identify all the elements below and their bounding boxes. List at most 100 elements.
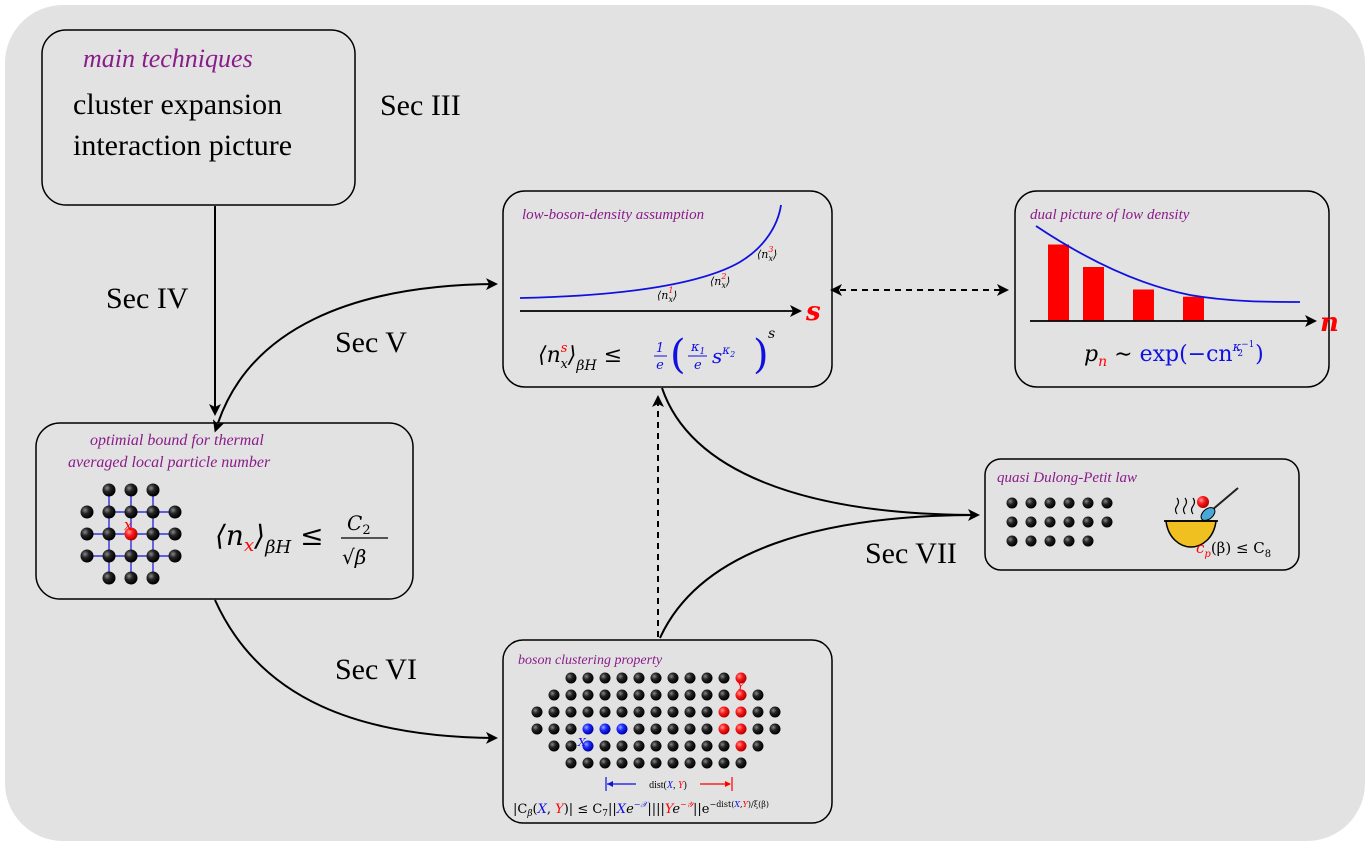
svg-text:⟨n1x⟩: ⟨n1x⟩: [657, 286, 677, 304]
cluster-site: [701, 723, 713, 735]
cluster-site: [633, 689, 645, 701]
optimal-bound-title-2: averaged local particle number: [68, 454, 271, 471]
cluster-site: [650, 672, 662, 684]
dual-picture-box: dual picture of low density n pn ∼ exp(−…: [1014, 190, 1339, 388]
dual-bar: [1048, 244, 1069, 321]
cluster-site: [650, 689, 662, 701]
cluster-site: [650, 706, 662, 718]
cluster-site: [650, 723, 662, 735]
cluster-site: [667, 706, 679, 718]
cluster-site-y: [735, 672, 747, 684]
svg-text:C2: C2: [347, 511, 371, 538]
svg-text:1: 1: [656, 341, 664, 356]
cluster-site: [735, 757, 747, 769]
cluster-site-x: [582, 740, 594, 752]
cluster-site: [667, 757, 679, 769]
cluster-site: [616, 740, 628, 752]
cluster-site: [633, 723, 645, 735]
cluster-site: [531, 706, 543, 718]
lattice-site: [80, 549, 94, 563]
cluster-site: [633, 706, 645, 718]
clustering-box: boson clustering property X Y dist(X, Y)…: [502, 639, 833, 824]
low-density-title: low-boson-density assumption: [522, 207, 704, 223]
interaction-picture-label: interaction picture: [73, 129, 292, 162]
lattice-site: [146, 549, 160, 563]
clustering-formula: |Cβ(X, Y)| ≤ C7||Xe−𝒳||||Ye−𝒴||e−dist(X,…: [513, 800, 769, 819]
cluster-site: [599, 740, 611, 752]
svg-text:√β: √β: [342, 545, 366, 569]
lattice-site: [168, 505, 182, 519]
lattice-site: [124, 483, 138, 497]
cluster-site: [650, 757, 662, 769]
svg-text:pn ∼ exp(−cnκ−12): pn ∼ exp(−cnκ−12): [1084, 340, 1264, 370]
sec-iii-label: Sec III: [380, 89, 461, 122]
cluster-site-x: [599, 723, 611, 735]
svg-text:cp(β) ≤ C8: cp(β) ≤ C8: [1196, 539, 1271, 560]
lattice-site: [146, 505, 160, 519]
svg-text:⟨nx⟩βH ≤: ⟨nx⟩βH ≤: [215, 519, 324, 558]
lattice-site: [124, 571, 138, 585]
particle-number-bound-formula: ⟨nx⟩βH ≤ C2 √β: [215, 511, 388, 569]
cluster-site: [616, 757, 628, 769]
cluster-site: [701, 706, 713, 718]
cluster-site: [548, 723, 560, 735]
svg-text:e: e: [656, 358, 664, 373]
arrow-sec-vi: [214, 599, 498, 744]
cluster-site: [701, 672, 713, 684]
dulong-atom: [1006, 535, 1018, 547]
cluster-site: [752, 723, 764, 735]
svg-text:(: (: [670, 332, 686, 378]
dulong-atom: [1006, 497, 1018, 509]
dulong-atom: [1063, 535, 1075, 547]
sec-v-label: Sec V: [335, 326, 407, 359]
svg-text:sκ2: sκ2: [712, 343, 735, 368]
lattice-site: [146, 527, 160, 541]
dulong-petit-box: quasi Dulong-Petit law cp(β) ≤ C8: [984, 458, 1300, 571]
cluster-site: [616, 706, 628, 718]
dulong-atom: [1006, 516, 1018, 528]
cluster-site: [582, 757, 594, 769]
cluster-site: [548, 706, 560, 718]
cluster-site: [582, 706, 594, 718]
svg-text:⟨nsx⟩βH ≤: ⟨nsx⟩βH ≤: [538, 341, 622, 374]
cluster-site: [650, 740, 662, 752]
lattice-site: [102, 571, 116, 585]
cluster-site: [531, 723, 543, 735]
cluster-site: [667, 740, 679, 752]
cluster-site: [565, 672, 577, 684]
svg-text:s: s: [768, 326, 775, 342]
cluster-site: [718, 740, 730, 752]
dulong-atom: [1063, 516, 1075, 528]
main-techniques-title: main techniques: [83, 44, 253, 73]
cluster-site-y: [718, 723, 730, 735]
arrow-density-to-dulong: [661, 387, 980, 521]
lattice-site: [102, 483, 116, 497]
lattice-site: [168, 527, 182, 541]
lattice-site: [168, 549, 182, 563]
sec-vi-label: Sec VI: [335, 653, 417, 686]
dulong-atom-grid: [1006, 497, 1113, 547]
region-x-label: X: [577, 736, 587, 749]
cluster-site: [633, 757, 645, 769]
optimal-bound-title-1: optimial bound for thermal: [90, 432, 264, 449]
dulong-atom: [1082, 516, 1094, 528]
dual-picture-title: dual picture of low density: [1030, 207, 1190, 223]
cluster-site: [684, 723, 696, 735]
cluster-site: [752, 706, 764, 718]
cluster-site: [684, 740, 696, 752]
svg-text:κ1: κ1: [690, 340, 705, 357]
dual-bars: [1048, 244, 1204, 321]
square-lattice: [80, 483, 182, 585]
cluster-site: [582, 672, 594, 684]
cluster-site: [718, 689, 730, 701]
lattice-site-label: x: [124, 516, 133, 534]
dulong-atom: [1044, 516, 1056, 528]
arrow-clustering-to-dulong: [659, 514, 979, 639]
cluster-site: [548, 740, 560, 752]
cluster-site: [565, 723, 577, 735]
dulong-atom: [1025, 535, 1037, 547]
arrow-sec-v: [212, 278, 498, 433]
